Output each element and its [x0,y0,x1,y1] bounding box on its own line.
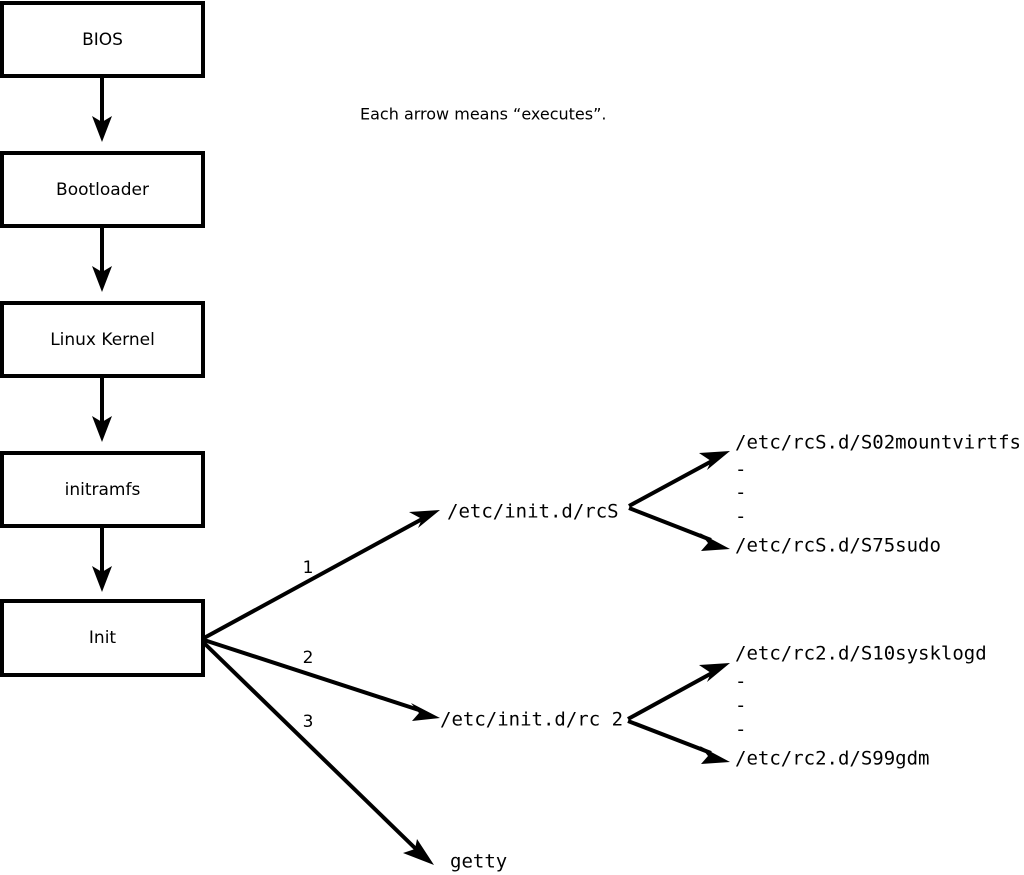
rc2-ellipsis-dash-3: - [735,719,746,741]
node-bootloader-label: Bootloader [56,180,149,200]
node-init[interactable]: Init [0,599,205,677]
node-bootloader-box [0,151,205,228]
rcs-script-first: /etc/rcS.d/S02mountvirtfs [735,432,1021,454]
rcs-ellipsis-dash-2: - [735,482,746,504]
arrowhead-init-to-getty [403,839,434,865]
arrowhead-rcs-last [700,533,730,551]
node-init-box [0,599,205,677]
fork-rcs-lower-line [628,506,712,542]
edge-init-to-rc2: 2 [203,638,440,721]
node-init-label: Init [89,628,117,648]
fork-rcs-upper-line [628,459,713,508]
arrowhead-kernel-to-initramfs [92,416,112,442]
node-linux-kernel-box [0,301,205,378]
target-label-getty: getty [450,851,507,873]
edge-init-to-getty-line [202,641,420,853]
fork-rc2-lower-line [627,719,712,755]
fork-rc2 [627,663,730,764]
arrowhead-bootloader-to-kernel [92,266,112,292]
arrowhead-rc2-last [700,746,730,764]
target-label-rc2: /etc/init.d/rc 2 [440,709,623,731]
rc2-script-last: /etc/rc2.d/S99gdm [735,748,929,770]
diagram-note: Each arrow means “executes”. [360,105,606,124]
node-initramfs-box [0,451,205,528]
target-label-rcs: /etc/init.d/rcS [447,501,619,523]
chain-connectors [92,76,112,592]
fork-rc2-upper-line [627,671,713,721]
arrowhead-init-to-rc2 [411,703,440,721]
node-initramfs[interactable]: initramfs [0,451,205,528]
edge-init-to-getty: 3 [202,641,434,865]
arrowhead-rc2-first [699,663,730,682]
node-bios-label: BIOS [82,30,123,50]
rc2-ellipsis-dash-1: - [735,671,746,693]
rc2-script-first: /etc/rc2.d/S10sysklogd [735,643,987,665]
node-linux-kernel[interactable]: Linux Kernel [0,301,205,378]
fork-rcs [628,451,730,551]
node-bios-box [0,1,205,78]
rcs-ellipsis-dash-1: - [735,459,746,481]
edge-label-2: 2 [303,648,314,668]
node-initramfs-label: initramfs [65,480,141,500]
rcs-script-last: /etc/rcS.d/S75sudo [735,535,941,557]
edge-init-to-rc2-line [203,638,423,713]
edge-label-1: 1 [303,558,314,578]
edge-label-3: 3 [303,712,314,732]
arrowhead-bios-to-bootloader [92,116,112,142]
arrowhead-init-to-rcs [409,510,440,528]
node-linux-kernel-label: Linux Kernel [50,330,155,350]
rc2-ellipsis-dash-2: - [735,695,746,717]
edge-init-to-rcs: 1 [203,510,440,640]
edge-init-to-rcs-line [203,516,425,640]
arrowhead-rcs-first [699,451,730,470]
node-bios[interactable]: BIOS [0,1,205,78]
node-bootloader[interactable]: Bootloader [0,151,205,228]
rcs-ellipsis-dash-3: - [735,506,746,528]
arrowhead-initramfs-to-init [92,566,112,592]
